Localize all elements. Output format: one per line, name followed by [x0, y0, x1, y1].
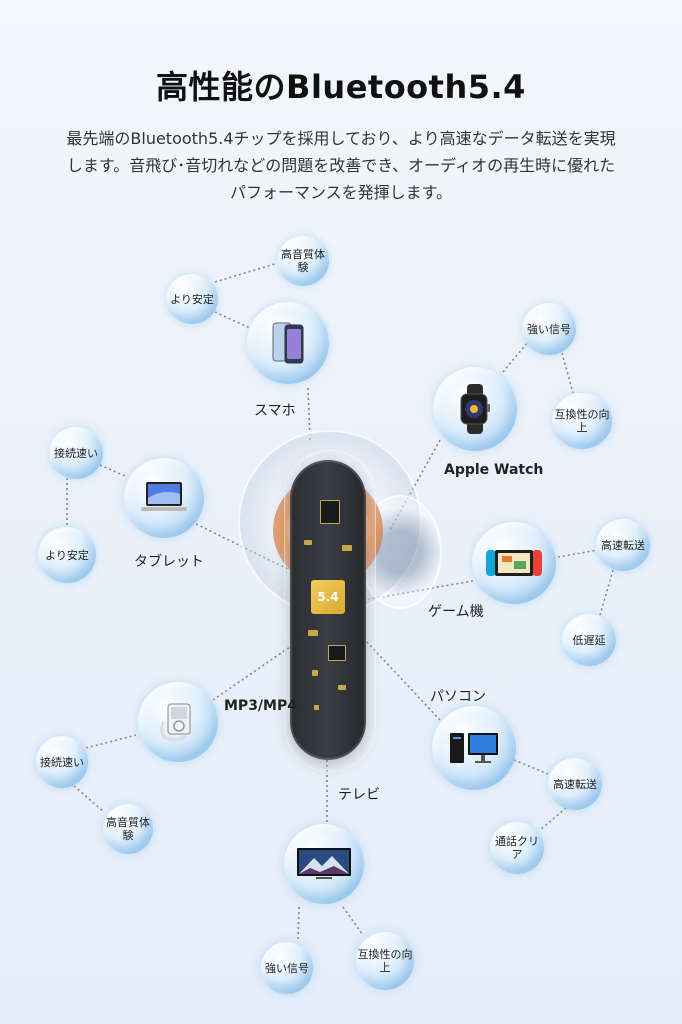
feature-bubble: 高音質体験	[277, 236, 329, 286]
smartphone-bubble	[247, 302, 329, 384]
feature-bubble: 低遅延	[562, 614, 616, 666]
description-line-3: パフォーマンスを発揮します。	[229, 183, 453, 202]
laptop-icon	[141, 482, 187, 511]
feature-bubble: 互換性の向上	[356, 932, 414, 990]
pc-bubble	[432, 706, 516, 790]
smartwatch-icon	[460, 384, 490, 434]
feature-bubble: 高速転送	[548, 758, 602, 810]
pcb-component	[314, 705, 319, 710]
game-console-label: ゲーム機	[428, 604, 484, 620]
tv-bubble	[284, 824, 364, 904]
page-title: 高性能のBluetooth5.4	[156, 68, 526, 106]
apple-watch-label: Apple Watch	[444, 462, 544, 478]
apple-watch-bubble	[433, 367, 517, 451]
game-console-bubble	[472, 522, 556, 604]
feature-bubble: 接続速い	[36, 736, 88, 788]
tv-label: テレビ	[338, 787, 380, 803]
desktop-computer-icon	[450, 733, 498, 763]
mp3-player-label: MP3/MP4	[224, 698, 297, 714]
mp3-player-bubble	[138, 682, 218, 762]
tablet-bubble	[124, 458, 204, 538]
earbud-illustration: 5.4	[228, 420, 448, 772]
pc-label: パソコン	[430, 689, 486, 705]
feature-bubble: 高音質体験	[103, 804, 153, 854]
description: 最先端のBluetooth5.4チップを採用しており、より高速なデータ転送を実現…	[30, 125, 652, 206]
pcb-component	[328, 645, 346, 661]
pcb-component	[338, 685, 346, 690]
pcb-component	[304, 540, 312, 545]
feature-bubble: より安定	[38, 527, 96, 583]
description-line-2: します。音飛び･音切れなどの問題を改善でき、オーディオの再生時に優れた	[66, 156, 616, 175]
feature-bubble: 互換性の向上	[552, 393, 612, 449]
tablet-label: タブレット	[134, 554, 204, 570]
mp3-player-icon	[159, 703, 191, 742]
feature-bubble: 高速転送	[596, 519, 650, 571]
pcb-component	[320, 500, 340, 524]
smartphone-icon	[272, 322, 304, 364]
pcb-component	[308, 630, 318, 636]
feature-bubble: 接続速い	[49, 427, 103, 479]
smartphone-label: スマホ	[254, 403, 296, 419]
feature-bubble: 通話クリア	[490, 822, 544, 874]
description-line-1: 最先端のBluetooth5.4チップを採用しており、より高速なデータ転送を実現	[66, 129, 616, 148]
feature-bubble: 強い信号	[522, 303, 576, 355]
feature-bubble: より安定	[166, 274, 218, 324]
pcb-component	[312, 670, 318, 676]
pcb-component	[342, 545, 352, 551]
bluetooth-chip: 5.4	[311, 580, 345, 614]
game-console-icon	[486, 550, 542, 576]
feature-bubble: 強い信号	[261, 942, 313, 994]
tv-icon	[297, 848, 351, 879]
